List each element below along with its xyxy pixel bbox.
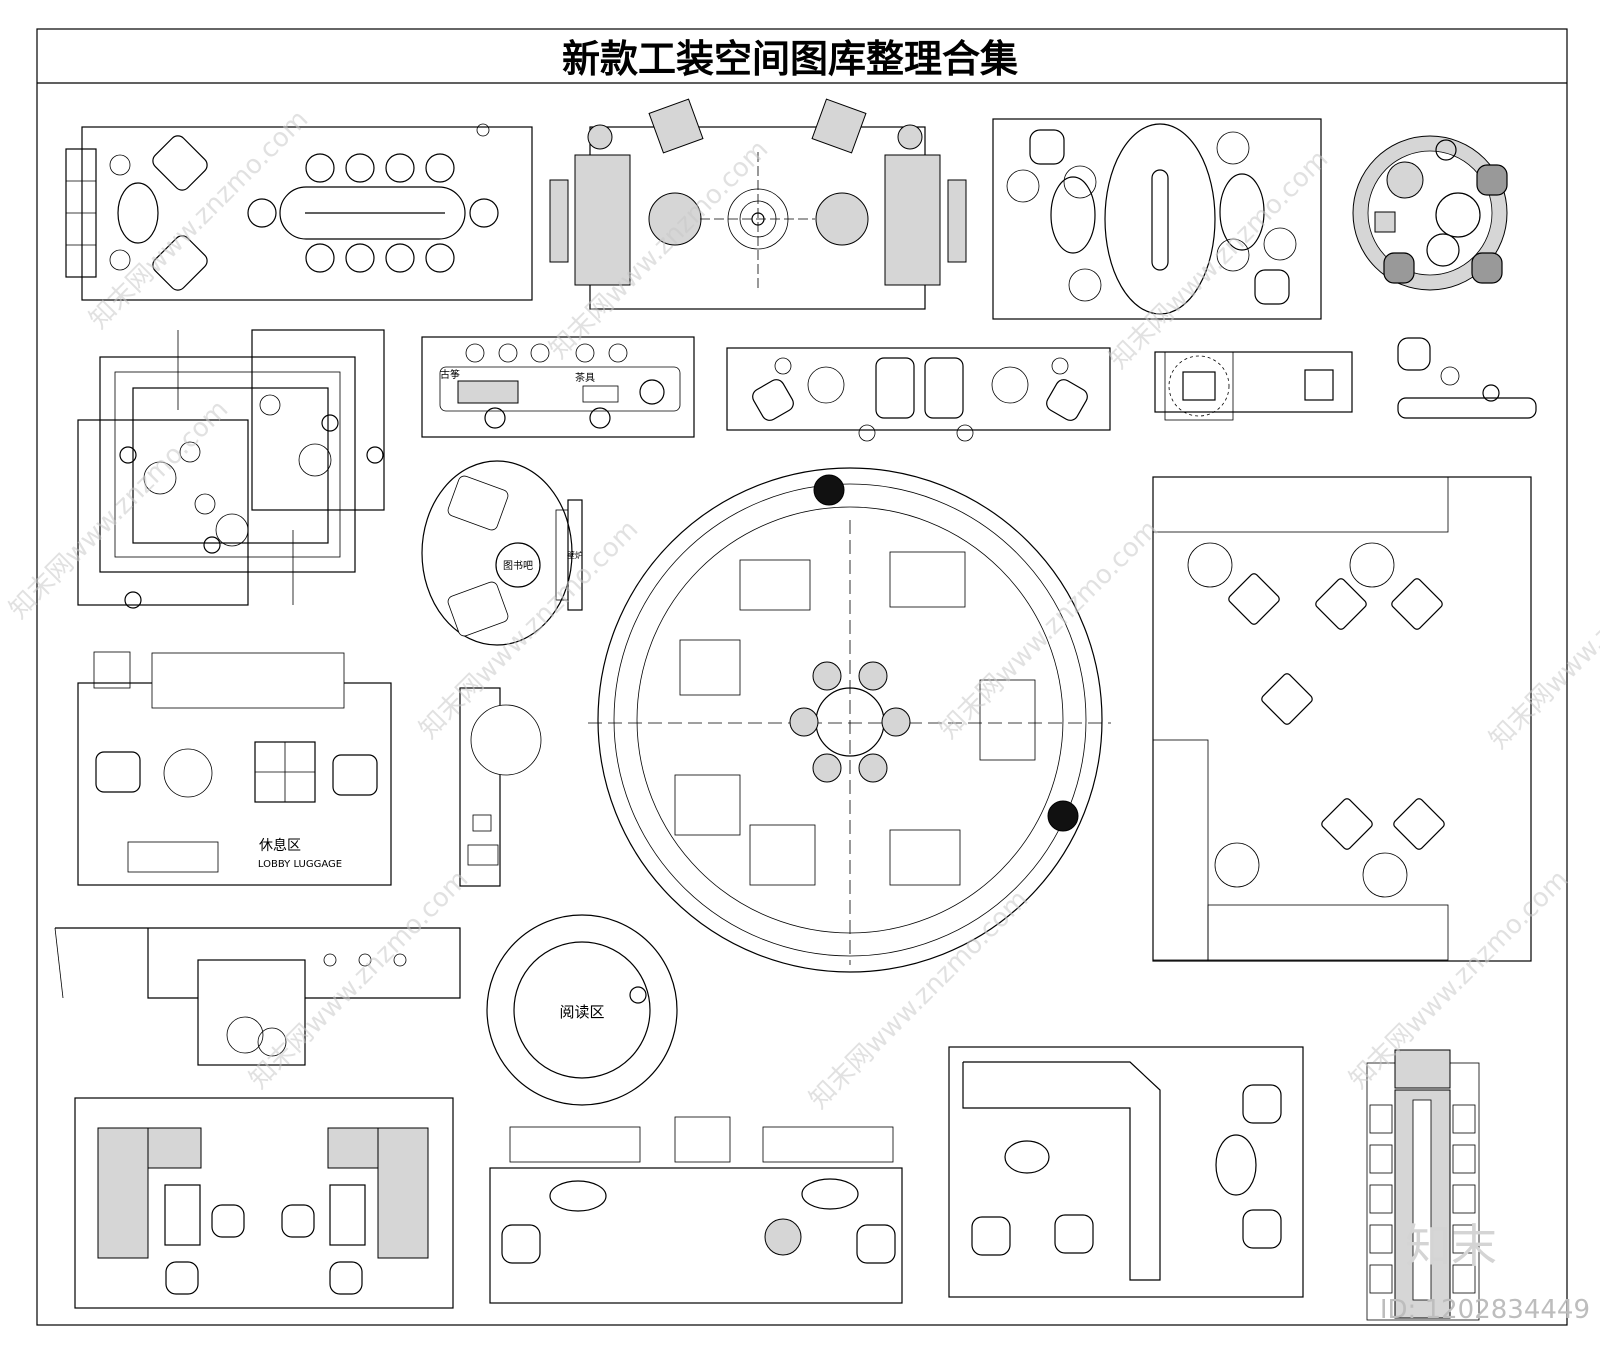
- plan-planter-chair: [1154, 351, 1353, 421]
- plan-library-bar: 图书吧 壁炉: [421, 460, 583, 646]
- plan-long-lounge: [726, 347, 1111, 442]
- watermark-site: 知末网www.znzmo.com: [1344, 864, 1575, 1095]
- watermark-site: 知末网www.znzmo.com: [804, 884, 1035, 1115]
- plan-lobby-luggage: 休息区 LOBBY LUGGAGE: [77, 651, 392, 886]
- plan-office-pair: [74, 1097, 454, 1309]
- plan-reception: [54, 927, 461, 1066]
- plan-meeting-room: [65, 123, 533, 301]
- watermark-site: 知末网www.znzmo.com: [414, 514, 645, 745]
- plan-reading-area: 阅读区: [486, 914, 678, 1106]
- plan-oval-table: [992, 118, 1322, 320]
- watermark-site: 知末网www.znzmo.com: [1104, 144, 1335, 375]
- plan-round-hall: [588, 467, 1111, 973]
- watermark-id: ID: 1202834449: [1380, 1295, 1590, 1325]
- plan-waiting-area: [489, 1116, 903, 1304]
- plan-round-tea: [1352, 135, 1508, 291]
- plan-bench: [1397, 337, 1537, 419]
- plan-sofa-lounge: [549, 98, 967, 310]
- label-reading-area: 阅读区: [559, 1003, 604, 1021]
- watermark-site: 知末网www.znzmo.com: [1484, 524, 1600, 755]
- label-fireplace: 壁炉: [567, 550, 583, 560]
- label-lounge-cn: 休息区: [259, 837, 301, 854]
- plan-l-sofa-room: [948, 1046, 1304, 1298]
- label-guzheng: 古筝: [440, 368, 460, 381]
- plan-open-area: [77, 329, 385, 609]
- watermark-site: 知末网www.znzmo.com: [934, 514, 1165, 745]
- watermark-logo: 知末: [1405, 1219, 1497, 1273]
- plan-large-lounge: [1152, 476, 1532, 962]
- sheet-frame: [36, 28, 1568, 1326]
- sheet-title: 新款工装空间图库整理合集: [562, 37, 1018, 81]
- label-tea-set: 茶具: [575, 371, 595, 384]
- label-library-bar: 图书吧: [503, 560, 533, 572]
- label-lounge-en: LOBBY LUGGAGE: [258, 859, 342, 870]
- plan-planter-column: [459, 687, 542, 887]
- plan-tea-bar: 古筝 茶具: [421, 336, 695, 438]
- watermark-site: 知末网www.znzmo.com: [4, 394, 235, 625]
- plan-long-conference: [1366, 1049, 1480, 1321]
